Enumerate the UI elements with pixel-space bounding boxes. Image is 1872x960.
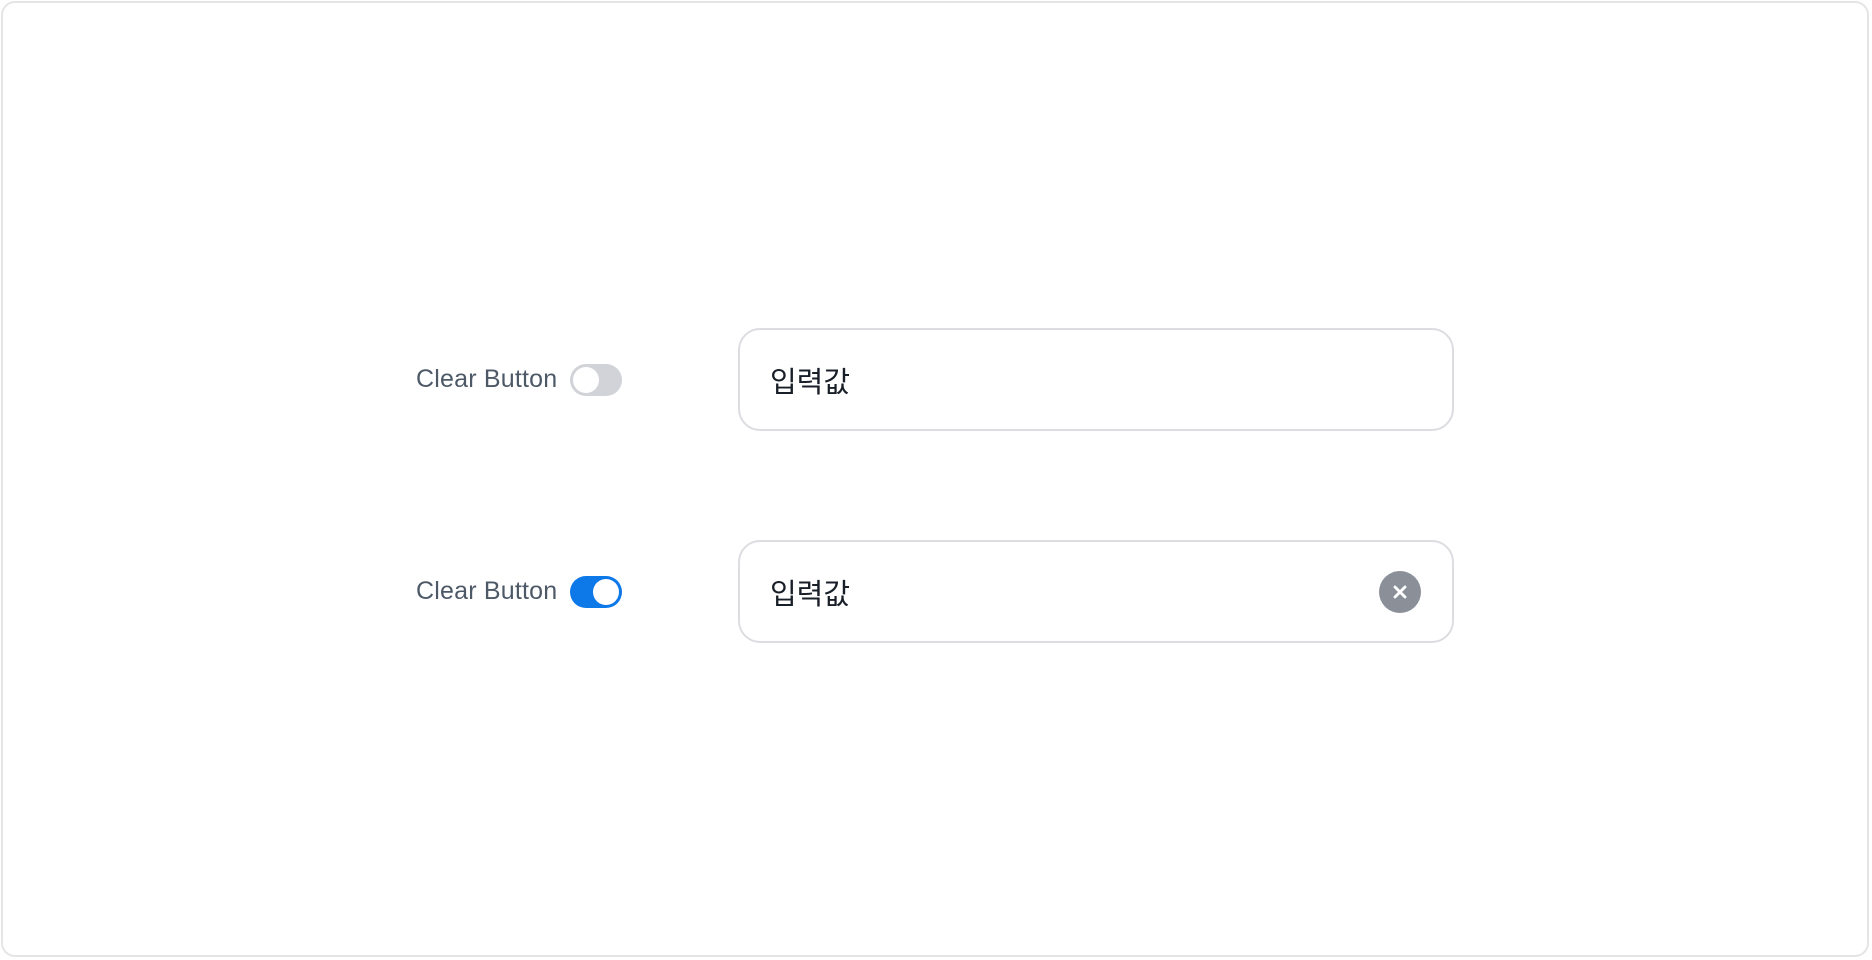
text-input[interactable] (740, 561, 1379, 622)
toggle-label: Clear Button (416, 365, 558, 393)
toggle-label-group: Clear Button (416, 540, 623, 643)
text-input[interactable] (740, 349, 1452, 410)
clear-button-demo-row-on: Clear Button (0, 540, 1872, 643)
clear-button-demo-row-off: Clear Button (0, 328, 1872, 431)
text-field (738, 540, 1454, 643)
clear-button-toggle[interactable] (570, 363, 623, 396)
clear-button-toggle[interactable] (570, 575, 623, 608)
x-icon (1393, 585, 1407, 598)
toggle-label: Clear Button (416, 577, 558, 605)
clear-button[interactable] (1379, 570, 1421, 613)
toggle-knob (573, 366, 600, 393)
toggle-knob (593, 578, 620, 605)
toggle-label-group: Clear Button (416, 328, 623, 431)
text-field (738, 328, 1454, 431)
